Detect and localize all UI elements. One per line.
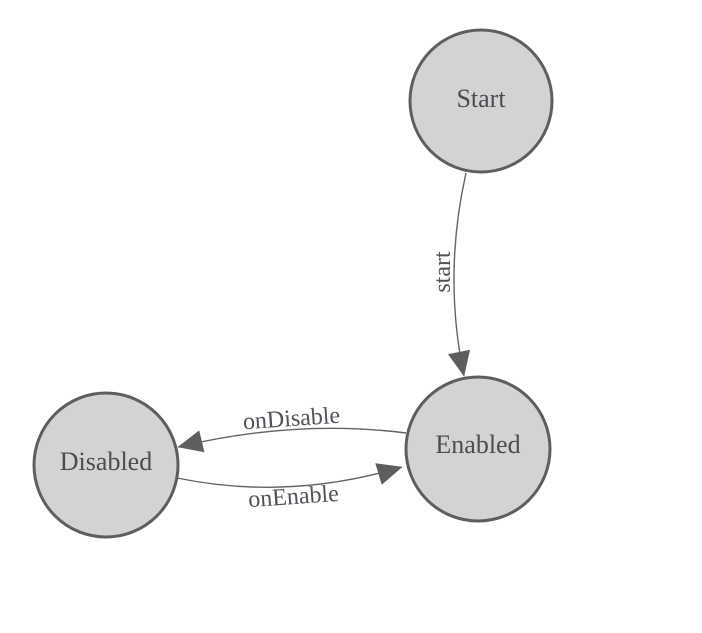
edge-path-start [448, 172, 471, 377]
edge-label-ondisable: onDisable [242, 403, 341, 436]
edge-disabled-to-enabled: onEnable [176, 463, 403, 513]
state-node-enabled: Enabled [404, 375, 552, 523]
state-circle-enabled [404, 375, 552, 523]
state-circle-disabled [32, 391, 180, 539]
edge-start-to-enabled: start [430, 172, 471, 377]
edge-path-ondisable [177, 427, 407, 453]
state-label-disabled: Disabled [60, 447, 152, 476]
edge-enabled-to-disabled: onDisable [177, 403, 407, 453]
state-circle-start [408, 28, 554, 174]
edge-label-start: start [430, 251, 456, 293]
state-label-start: Start [456, 84, 506, 113]
edge-path-onenable [176, 463, 403, 488]
state-node-start: Start [408, 28, 554, 174]
state-label-enabled: Enabled [435, 430, 520, 459]
state-node-disabled: Disabled [32, 391, 180, 539]
edge-label-onenable: onEnable [247, 481, 339, 513]
